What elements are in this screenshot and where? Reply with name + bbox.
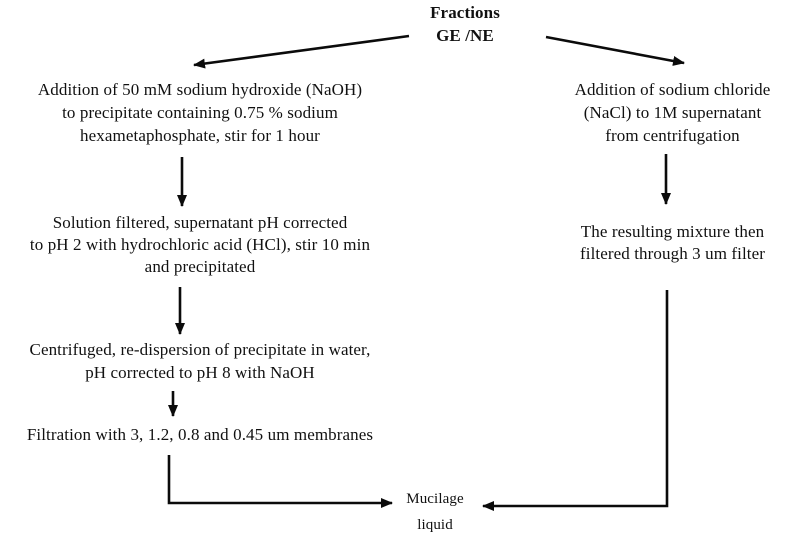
arrow-title-to-left-branch: [193, 34, 410, 69]
node-left-step3-centrifuged: Centrifuged, re-dispersion of precipitat…: [29, 340, 371, 382]
arrow-right-step2-to-result: [482, 290, 669, 511]
node-fractions-title: Fractions GE /NE: [430, 3, 500, 45]
node-right-step1-nacl-addition: Addition of sodium chloride (NaCl) to 1M…: [574, 80, 771, 145]
node-left-step4-membrane-filtration: Filtration with 3, 1.2, 0.8 and 0.45 um …: [26, 425, 374, 444]
node-result-mucilage-liquid: Mucilage liquid: [406, 491, 464, 533]
node-left-step2-solution-filtered: Solution filtered, supernatant pH correc…: [29, 213, 371, 276]
node-left-step1-naoh-addition: Addition of 50 mM sodium hydroxide (NaOH…: [37, 80, 363, 145]
arrow-title-to-right-branch: [545, 35, 685, 66]
arrow-left-step4-to-result: [167, 455, 393, 508]
node-right-step2-mixture-filtered: The resulting mixture then filtered thro…: [579, 222, 766, 263]
